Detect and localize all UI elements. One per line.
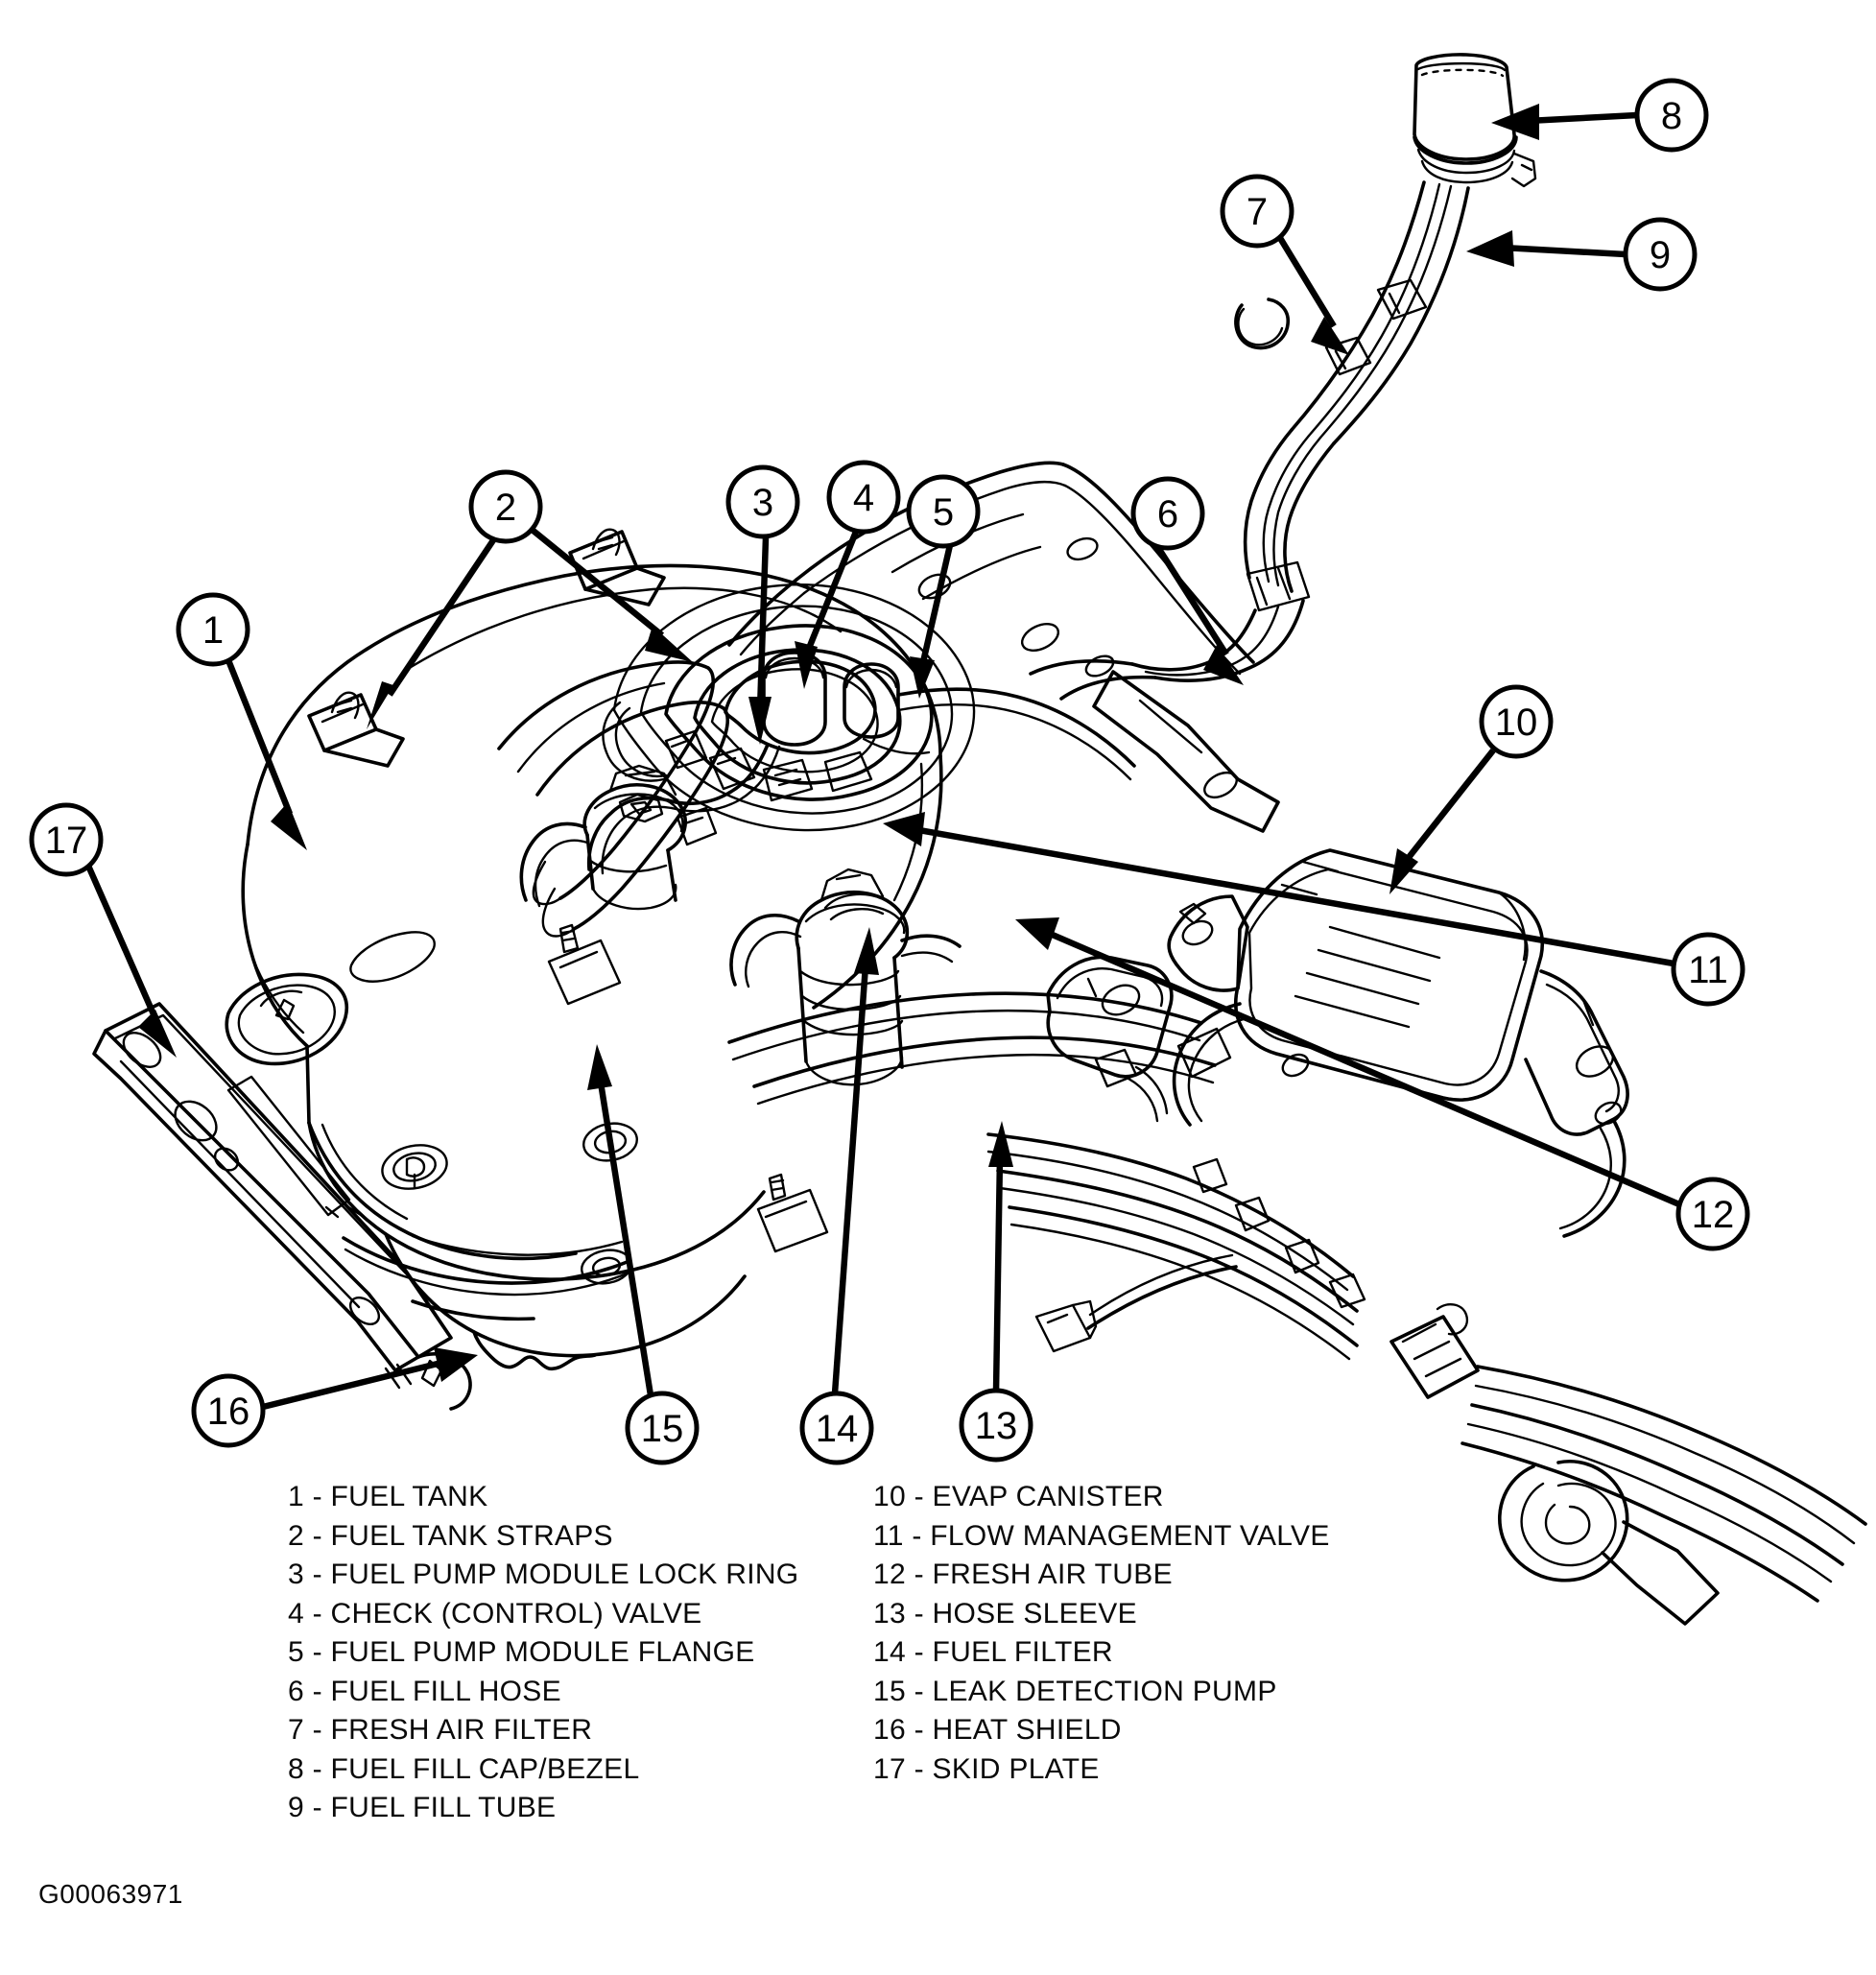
callout-6[interactable]: 6	[1130, 476, 1205, 551]
callout-number: 5	[933, 491, 954, 534]
legend-item: 11 - FLOW MANAGEMENT VALVE	[873, 1519, 1330, 1552]
callout-number: 12	[1692, 1194, 1735, 1236]
callout-number: 11	[1688, 949, 1728, 991]
legend-item: 9 - FUEL FILL TUBE	[288, 1792, 557, 1823]
callout-3[interactable]: 3	[725, 464, 800, 539]
callout-number: 7	[1247, 191, 1268, 233]
callout-number: 6	[1157, 493, 1178, 535]
callout-16[interactable]: 16	[191, 1373, 266, 1448]
callout-leaders	[85, 104, 1681, 1411]
callout-number: 15	[641, 1408, 684, 1450]
callout-number: 9	[1650, 234, 1671, 276]
callout-number: 3	[752, 482, 773, 524]
callout-balloon-circle[interactable]	[799, 1391, 874, 1465]
evap-hose-network	[586, 687, 1867, 1626]
legend-item: 7 - FRESH AIR FILTER	[288, 1714, 593, 1746]
callout-number: 1	[202, 609, 224, 652]
legend-item: 6 - FUEL FILL HOSE	[288, 1675, 561, 1707]
callout-balloon-circle[interactable]	[725, 464, 800, 539]
callout-14[interactable]: 14	[799, 1391, 874, 1465]
tank-bosses	[381, 1122, 638, 1285]
callout-10[interactable]: 10	[1479, 684, 1554, 759]
tank-strap-tabs	[307, 528, 666, 768]
legend-item: 2 - FUEL TANK STRAPS	[288, 1519, 613, 1552]
skid-plate	[92, 1002, 472, 1411]
callout-balloon-circle[interactable]	[1671, 932, 1745, 1007]
callout-balloon-circle[interactable]	[826, 460, 901, 535]
fuel-filter	[729, 868, 962, 1253]
callout-balloon-circle[interactable]	[29, 802, 104, 877]
callout-1[interactable]: 1	[176, 592, 250, 667]
callout-number: 14	[816, 1408, 859, 1450]
callout-8[interactable]: 8	[1634, 78, 1709, 153]
legend-item: 3 - FUEL PUMP MODULE LOCK RING	[288, 1559, 799, 1590]
callout-12[interactable]: 12	[1675, 1177, 1750, 1251]
callout-4[interactable]: 4	[826, 460, 901, 535]
callout-5[interactable]: 5	[906, 474, 981, 549]
leak-detection-pump	[519, 764, 718, 1006]
callout-17[interactable]: 17	[29, 802, 104, 877]
legend-item: 17 - SKID PLATE	[873, 1752, 1100, 1785]
callout-balloon-circle[interactable]	[959, 1388, 1033, 1463]
callout-number: 10	[1495, 702, 1538, 744]
fuel-tank-body	[225, 563, 943, 1371]
callout-11[interactable]: 11	[1671, 932, 1745, 1007]
legend-item: 4 - CHECK (CONTROL) VALVE	[288, 1597, 702, 1630]
callout-15[interactable]: 15	[625, 1391, 700, 1465]
legend-item: 14 - FUEL FILTER	[873, 1636, 1113, 1668]
callout-9[interactable]: 9	[1623, 217, 1698, 292]
callout-number: 13	[975, 1405, 1018, 1447]
callout-balloon-circle[interactable]	[625, 1391, 700, 1465]
callout-13[interactable]: 13	[959, 1388, 1033, 1463]
callout-balloon-circle[interactable]	[1634, 78, 1709, 153]
legend-item: 8 - FUEL FILL CAP/BEZEL	[288, 1752, 640, 1785]
legend-item: 16 - HEAT SHIELD	[873, 1714, 1122, 1746]
callout-balloon-circle[interactable]	[468, 469, 543, 544]
callout-balloon-circle[interactable]	[906, 474, 981, 549]
callout-balloon-circle[interactable]	[1220, 174, 1294, 249]
callout-balloon-circle[interactable]	[1479, 684, 1554, 759]
callout-7[interactable]: 7	[1220, 174, 1294, 249]
callout-balloon-circle[interactable]	[1675, 1177, 1750, 1251]
legend-column-right: 10 - EVAP CANISTER 11 - FLOW MANAGEMENT …	[873, 1478, 1330, 1789]
legend-column-left: 1 - FUEL TANK 2 - FUEL TANK STRAPS 3 - F…	[288, 1478, 798, 1828]
callout-number: 17	[45, 820, 88, 862]
legend: 1 - FUEL TANK 2 - FUEL TANK STRAPS 3 - F…	[0, 1478, 1876, 1823]
heat-shield	[342, 1236, 631, 1321]
evap-canister	[1167, 848, 1629, 1238]
callout-number: 8	[1661, 95, 1682, 137]
legend-item: 5 - FUEL PUMP MODULE FLANGE	[288, 1636, 755, 1668]
legend-item: 15 - LEAK DETECTION PUMP	[873, 1675, 1277, 1707]
callout-number: 2	[495, 487, 516, 529]
legend-item: 12 - FRESH AIR TUBE	[873, 1559, 1173, 1590]
callout-number: 16	[207, 1391, 250, 1433]
callout-balloon-circle[interactable]	[176, 592, 250, 667]
callout-2[interactable]: 2	[468, 469, 543, 544]
legend-item: 1 - FUEL TANK	[288, 1481, 488, 1512]
callout-number: 4	[853, 477, 874, 519]
fuel-fill-tube-assembly	[1029, 53, 1537, 701]
legend-item: 10 - EVAP CANISTER	[873, 1481, 1164, 1512]
legend-item: 13 - HOSE SLEEVE	[873, 1597, 1137, 1630]
callout-balloon-circle[interactable]	[1130, 476, 1205, 551]
callout-balloon-circle[interactable]	[191, 1373, 266, 1448]
figure-id-label: G00063971	[38, 1879, 183, 1909]
flow-management-valve	[1046, 955, 1174, 1123]
callout-balloon-circle[interactable]	[1623, 217, 1698, 292]
